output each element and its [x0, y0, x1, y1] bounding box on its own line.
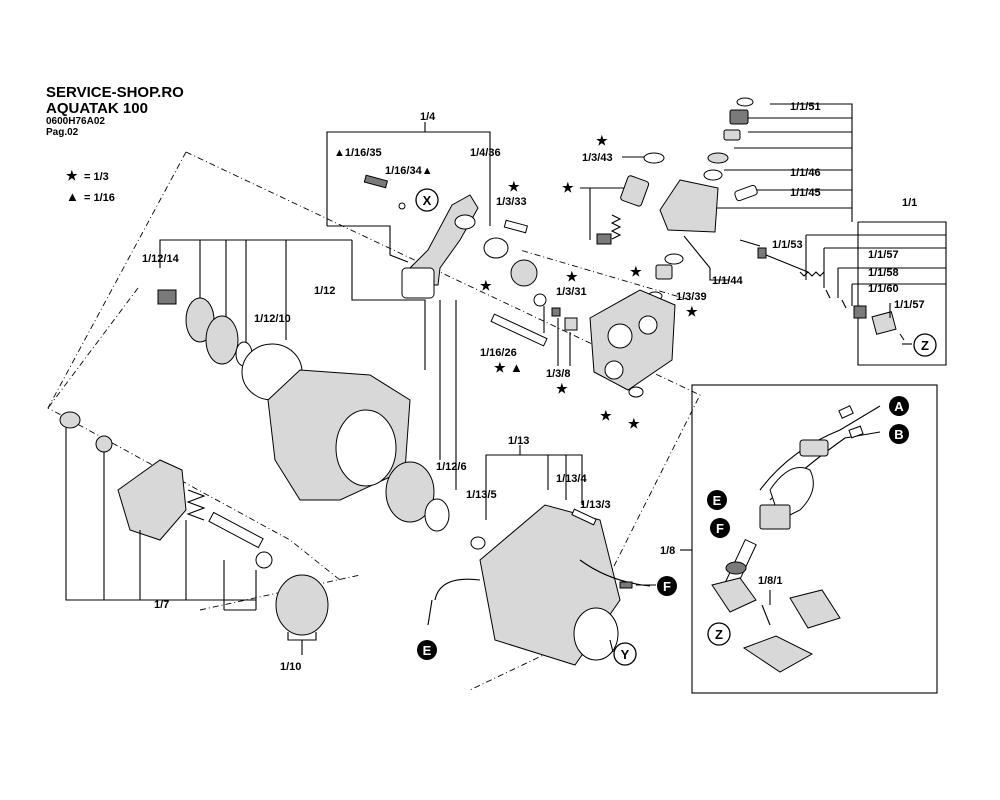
group-1-1: 1/1/51 1/1/46 1/1/45 1/1 1/1/53 1/1/44 1…	[659, 97, 946, 345]
callout-e-main-label: E	[423, 643, 432, 658]
callout-x	[415, 188, 439, 212]
label-1-13-4: 1/13/4	[556, 473, 587, 485]
star-icon: ★	[630, 264, 642, 279]
group-1-3: ★ 1/3/43 ★ ★ 1/3/33 ★ ★ 1/3/31 ★ 1/3/39 …	[480, 133, 707, 431]
triangle-icon: ▲	[510, 360, 523, 375]
label-1-12: 1/12	[314, 285, 335, 297]
callout-f-detail-label: F	[716, 521, 724, 536]
callout-e-main	[417, 640, 437, 660]
callout-x-label: X	[423, 193, 432, 208]
label-1-13: 1/13	[508, 435, 529, 447]
model-title: AQUATAK 100	[46, 100, 148, 117]
star-icon: ★	[566, 269, 578, 284]
label-1-1-46: 1/1/46	[790, 167, 821, 179]
callout-z-top	[913, 333, 937, 357]
group-1-4	[326, 122, 538, 299]
star-icon: ★	[596, 133, 608, 148]
star-icon: ★	[600, 408, 612, 423]
callout-f-main	[657, 576, 677, 596]
label-1-13-3: 1/13/3	[580, 499, 611, 511]
callout-z-top-label: Z	[921, 338, 929, 353]
callout-y-label: Y	[621, 647, 630, 662]
label-1-3-33: 1/3/33	[496, 196, 527, 208]
label-1-1-60: 1/1/60	[868, 283, 899, 295]
callout-z-detail	[707, 622, 731, 646]
legend: ★ = 1/3 ▲ = 1/16	[66, 168, 115, 204]
label-1-3-31: 1/3/31	[556, 286, 587, 298]
label-1-10: 1/10	[280, 661, 301, 673]
star-icon: ★	[480, 278, 492, 293]
label-1-1-57a: 1/1/57	[868, 249, 899, 261]
label-1-12-10: 1/12/10	[254, 313, 291, 325]
label-1-8-1: 1/8/1	[758, 575, 782, 587]
label-1-8: 1/8	[660, 545, 675, 557]
label-1-3-39: 1/3/39	[676, 291, 707, 303]
callout-b	[889, 424, 909, 444]
shop-title: SERVICE-SHOP.RO	[46, 84, 184, 101]
label-1-3-43: 1/3/43	[582, 152, 613, 164]
label-1-1-58: 1/1/58	[868, 267, 899, 279]
callout-y	[613, 642, 637, 666]
part-code: 0600H76A02	[46, 116, 105, 127]
star-icon: ★	[562, 180, 574, 195]
label-1-7: 1/7	[154, 599, 169, 611]
callout-f-detail	[710, 518, 730, 538]
label-1-1: 1/1	[902, 197, 917, 209]
legend-star-text: = 1/3	[84, 171, 109, 183]
label-1-4: 1/4	[420, 111, 436, 123]
label-1-1-57b: 1/1/57	[894, 299, 925, 311]
callout-e-detail-label: E	[713, 493, 722, 508]
star-icon: ★	[494, 360, 506, 375]
legend-triangle-text: = 1/16	[84, 192, 115, 204]
label-1-12-6: 1/12/6	[436, 461, 467, 473]
legend-star-icon: ★	[66, 168, 78, 183]
label-1-13-5: 1/13/5	[466, 489, 497, 501]
label-1-3-8: 1/3/8	[546, 368, 570, 380]
callout-a-label: A	[894, 399, 904, 414]
group-1-8: 1/8 1/8/1	[660, 405, 881, 673]
label-1-1-51: 1/1/51	[790, 101, 821, 113]
label-1-1-45: 1/1/45	[790, 187, 821, 199]
group-1-7: 1/7 1/10	[59, 411, 329, 673]
star-icon: ★	[686, 304, 698, 319]
legend-triangle-icon: ▲	[66, 189, 79, 204]
callout-f-main-label: F	[663, 579, 671, 594]
label-1-1-44: 1/1/44	[712, 275, 743, 287]
star-icon: ★	[556, 381, 568, 396]
group-1-13: 1/13 1/13/4 1/13/5 1/13/3	[427, 435, 656, 666]
callout-b-label: B	[894, 427, 903, 442]
label-1-16-34: 1/16/34▲	[385, 165, 433, 177]
label-1-12-14: 1/12/14	[142, 253, 180, 265]
star-icon: ★	[628, 416, 640, 431]
star-icon: ★	[508, 179, 520, 194]
page-number: Pag.02	[46, 127, 79, 138]
label-1-1-53: 1/1/53	[772, 239, 803, 251]
callout-e-detail	[707, 490, 727, 510]
callout-z-detail-label: Z	[715, 627, 723, 642]
label-1-16-26: 1/16/26	[480, 347, 517, 359]
group-1-12: 1/12/14 1/12 1/12/10 1/12/6	[142, 239, 467, 532]
callout-a	[889, 396, 909, 416]
label-1-16-35: ▲1/16/35	[334, 147, 382, 159]
label-1-4-36: 1/4/36	[470, 147, 501, 159]
detail-box-1-8	[691, 384, 938, 694]
